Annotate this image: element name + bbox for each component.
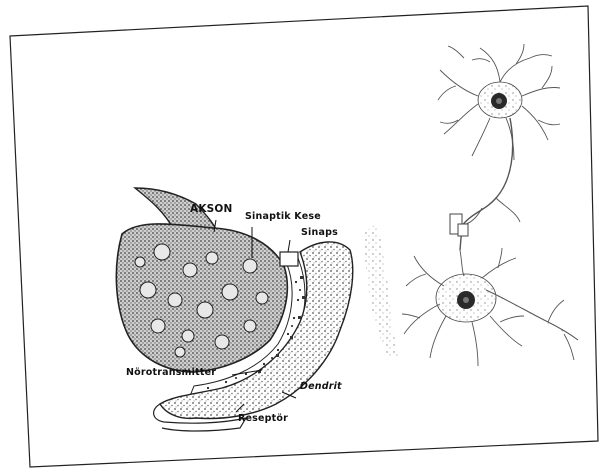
label-dendrit: Dendrit <box>300 381 342 392</box>
label-sinaptik-kese: Sinaptik Kese <box>245 211 321 222</box>
label-reseptor: Reseptör <box>238 413 288 424</box>
label-akson: AKSON <box>190 203 233 215</box>
label-sinaps: Sinaps <box>301 227 338 238</box>
label-noerotransmitter: Nörotransmitter <box>126 367 216 378</box>
synapse-marker-box <box>280 252 298 266</box>
